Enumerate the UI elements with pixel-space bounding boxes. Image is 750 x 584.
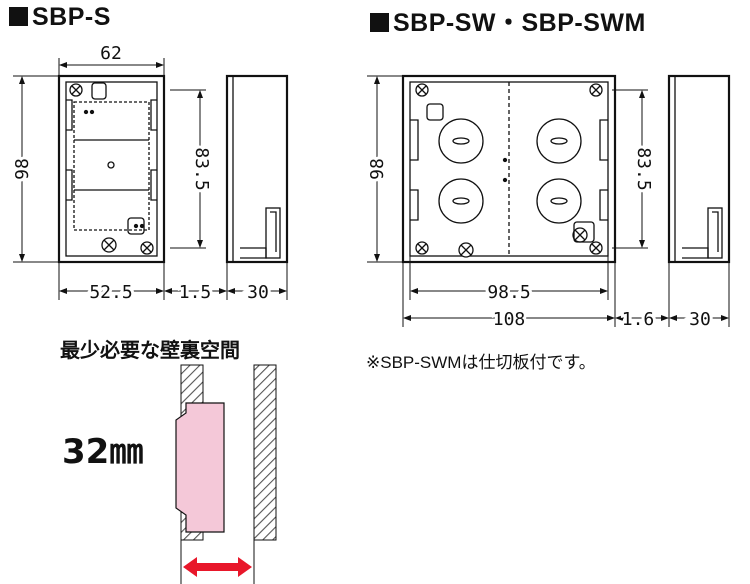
wall-space-value: 32㎜ [62, 432, 144, 472]
dim-inner-width: 52.5 [89, 282, 132, 303]
screw-icon [458, 242, 474, 258]
screw-icon [101, 237, 117, 253]
sbp-s-side-view [225, 74, 289, 264]
screw-icon [415, 83, 429, 97]
screw-icon [140, 241, 154, 255]
wall-section [175, 364, 277, 584]
dim-height: 98 [367, 158, 388, 180]
wall-space-title: 最少必要な壁裏空間 [60, 340, 240, 362]
sbp-sw-side-view [667, 74, 731, 264]
square-bullet-icon [370, 13, 389, 32]
dim-width: 62 [100, 43, 122, 64]
double-arrow-icon [183, 557, 252, 577]
dim-inner-height: 83.5 [633, 147, 654, 190]
dim-inner-height: 83.5 [191, 147, 212, 190]
dim-flange: 1.5 [179, 282, 212, 303]
sbp-s-front-view [57, 74, 166, 264]
knockout-icon [438, 118, 484, 164]
knockout-icon [536, 118, 582, 164]
sbp-swm-note: ※SBP-SWMは仕切板付です。 [366, 353, 596, 372]
dim-depth: 30 [247, 282, 269, 303]
square-bullet-icon [9, 7, 28, 26]
screw-icon [589, 83, 603, 97]
dim-depth: 30 [689, 309, 711, 330]
screw-icon [69, 83, 83, 97]
knockout-icon [536, 178, 582, 224]
dim-inner-width: 98.5 [487, 282, 530, 303]
screw-icon [589, 241, 603, 255]
screw-icon [572, 227, 588, 243]
sbp-sw-title: SBP-SW・SBP-SWM [370, 3, 646, 39]
sbp-sw-front-view [401, 74, 617, 264]
knockout-icon [438, 178, 484, 224]
dim-height: 98 [12, 158, 33, 180]
dim-flange: 1.6 [622, 309, 655, 330]
dim-width: 108 [493, 309, 526, 330]
box-profile [175, 402, 225, 533]
sbp-s-title: SBP-S [9, 3, 111, 32]
screw-icon [415, 241, 429, 255]
